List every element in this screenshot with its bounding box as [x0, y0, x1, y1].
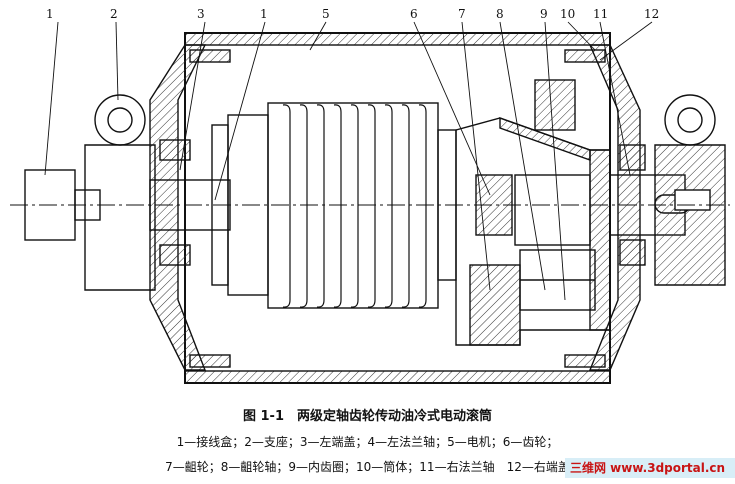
watermark-bar: [565, 458, 735, 478]
leader-lines: [44, 21, 653, 301]
legend-line-1: 1—接线盒；2—支座；3—左端盖；4—左法兰轴；5—电机；6—齿轮；: [176, 435, 559, 449]
label-1: 1: [46, 7, 54, 21]
label-10: 10: [560, 7, 576, 21]
engineering-drawing: [10, 21, 730, 384]
left-support: [24, 94, 156, 291]
label-5: 5: [322, 7, 330, 21]
drum-shell: [184, 32, 611, 384]
label-11: 11: [593, 7, 609, 21]
label-7: 7: [458, 7, 466, 21]
label-3: 3: [197, 7, 205, 21]
label-12: 12: [644, 7, 660, 21]
figure-caption: 图 1-1 两级定轴齿轮传动油冷式电动滚筒: [242, 409, 492, 424]
legend-line-2-tail: 12—右端盖: [506, 460, 570, 474]
left-end-cover: [149, 44, 231, 371]
label-4: 1: [260, 7, 268, 21]
watermark: 三维网 www.3dportal.cn: [570, 461, 726, 475]
legend-line-2-main: 7—齟轮；8—齟轮轴；9—内齿圈；10—筒体；11—右法兰轴: [165, 460, 495, 474]
label-9: 9: [540, 7, 548, 21]
label-2: 2: [110, 7, 118, 21]
legend-line-2: 7—齟轮；8—齟轮轴；9—内齿圈；10—筒体；11—右法兰轴 12—右端盖: [0, 458, 735, 475]
right-support: [654, 94, 726, 286]
gear-pair: [469, 79, 596, 346]
label-6: 6: [410, 7, 418, 21]
label-8: 8: [496, 7, 504, 21]
motor: [227, 102, 457, 309]
